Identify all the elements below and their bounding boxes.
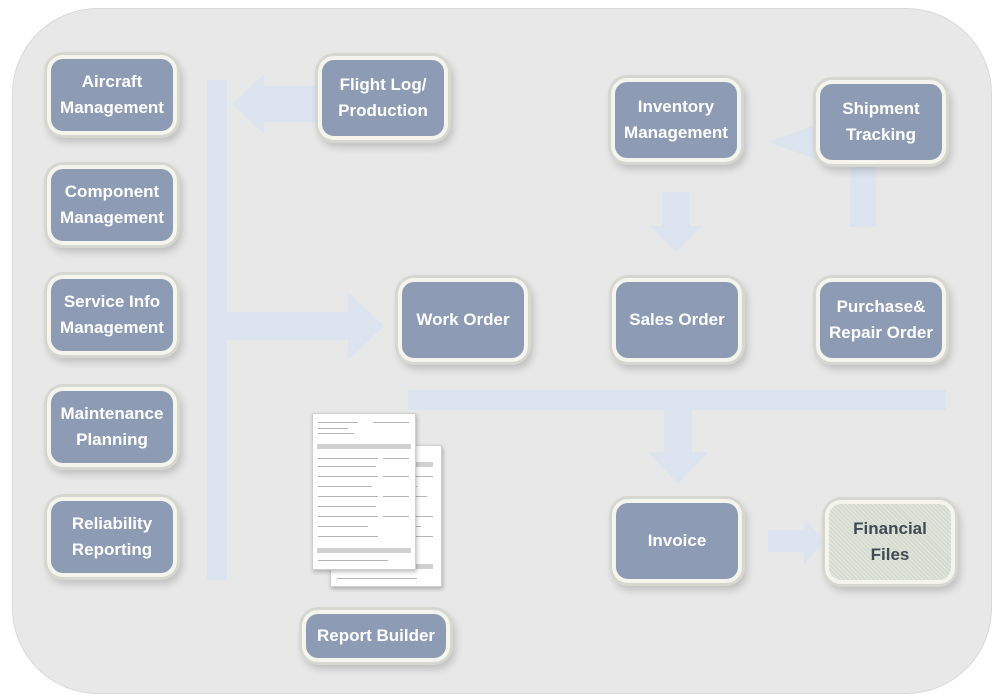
work-order-label: Work Order (416, 310, 510, 329)
flight-log-production-line-2: Production (338, 101, 428, 120)
shipment-tracking-box: Shipment Tracking (820, 84, 942, 160)
inventory-management-line-2: Management (624, 123, 728, 142)
inventory-management-line-1: Inventory (637, 97, 715, 116)
arrow-flightlog-to-aircraft (232, 74, 320, 134)
aircraft-management-line-2: Management (60, 98, 164, 117)
arrow-shipment-to-inventory (768, 124, 876, 160)
shipment-tracking-line-2: Tracking (846, 125, 916, 144)
reliability-reporting-box: Reliability Reporting (51, 501, 173, 573)
invoice-box: Invoice (616, 503, 738, 579)
reliability-reporting-line-2: Reporting (71, 540, 153, 559)
flight-log-production-box: Flight Log/ Production (322, 60, 444, 136)
inventory-management-box: Inventory Management (615, 82, 737, 158)
report-builder-box: Report Builder (306, 614, 446, 658)
arrow-bar-to-workorder (227, 292, 384, 360)
service-info-management-box: Service Info Management (51, 279, 173, 351)
report-builder-label: Report Builder (316, 626, 436, 645)
aircraft-management-line-1: Aircraft (81, 72, 143, 91)
purchase-repair-order-box: Purchase& Repair Order (820, 282, 942, 358)
purchase-repair-order-line-1: Purchase& (836, 297, 926, 316)
shipment-tracking-line-1: Shipment (842, 99, 920, 118)
arrow-invoice-to-financial (768, 518, 824, 564)
financial-files-line-2: Files (870, 545, 910, 564)
vertical-connector-bar (207, 80, 227, 580)
component-management-line-2: Management (60, 208, 164, 227)
horizontal-orders-bar (408, 390, 946, 410)
financial-files-box: Financial Files (829, 504, 951, 580)
arrow-inventory-to-sales (650, 192, 702, 252)
maintenance-planning-line-2: Planning (76, 430, 148, 449)
invoice-label: Invoice (647, 531, 707, 550)
service-info-management-line-1: Service Info (63, 292, 161, 311)
purchase-repair-order-line-2: Repair Order (829, 323, 933, 342)
reliability-reporting-line-1: Reliability (71, 514, 153, 533)
financial-files-line-1: Financial (853, 519, 927, 538)
arrow-orders-to-invoice (648, 410, 708, 484)
sales-order-label: Sales Order (629, 310, 725, 329)
flight-log-production-line-1: Flight Log/ (339, 75, 427, 94)
component-management-box: Component Management (51, 169, 173, 241)
service-info-management-line-2: Management (60, 318, 164, 337)
sales-order-box: Sales Order (616, 282, 738, 358)
work-order-box: Work Order (402, 282, 524, 358)
report-document-front (312, 413, 416, 570)
component-management-line-1: Component (64, 182, 160, 201)
maintenance-planning-line-1: Maintenance (60, 404, 164, 423)
maintenance-planning-box: Maintenance Planning (51, 391, 173, 463)
aircraft-management-box: Aircraft Management (51, 59, 173, 131)
